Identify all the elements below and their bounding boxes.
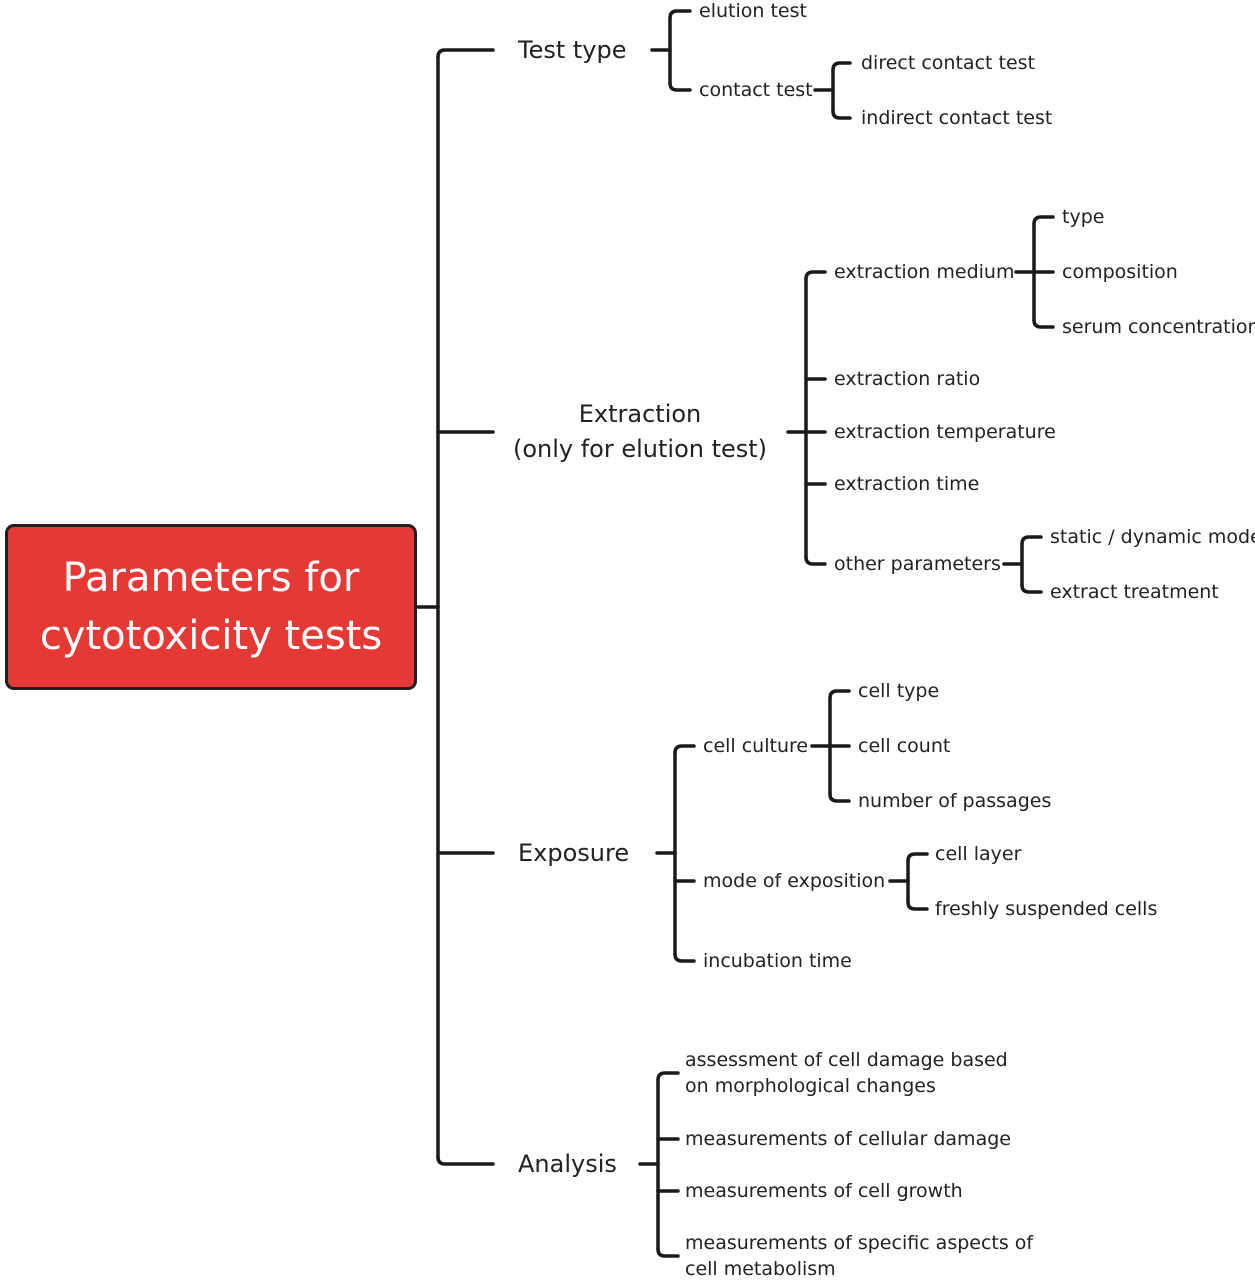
node-serum-concentration: serum concentration (1062, 316, 1255, 338)
node-morphological-assessment: assessment of cell damage based on morph… (685, 1049, 1008, 1097)
node-elution-test: elution test (699, 0, 807, 22)
bracket-extraction (786, 270, 827, 566)
root-node (5, 524, 417, 690)
bracket-test-type (650, 9, 692, 92)
node-cell-growth: measurements of cell growth (685, 1180, 963, 1202)
node-incubation-time: incubation time (703, 950, 852, 972)
bracket-other-parameters (1002, 535, 1043, 594)
node-freshly-suspended-cells: freshly suspended cells (935, 898, 1158, 920)
bracket-exposure (655, 744, 696, 963)
node-cell-layer: cell layer (935, 843, 1022, 865)
node-mode-of-exposition: mode of exposition (703, 870, 886, 892)
node-medium-type: type (1062, 206, 1105, 228)
root-label-line-1: Parameters for (62, 555, 360, 601)
bracket-extraction-medium (1014, 215, 1055, 329)
root-label-line-2: cytotoxicity tests (39, 613, 383, 659)
node-cellular-damage: measurements of cellular damage (685, 1128, 1011, 1150)
bracket-cell-culture (810, 689, 851, 803)
node-extraction-line-1: Extraction (578, 400, 702, 428)
bracket-mode-of-exposition (888, 852, 929, 911)
node-extraction-medium: extraction medium (834, 261, 1015, 283)
node-cell-count: cell count (858, 735, 951, 757)
bracket-analysis (638, 1071, 680, 1258)
node-extraction-time: extraction time (834, 473, 980, 495)
node-cell-metabolism: measurements of specific aspects of cell… (685, 1232, 1034, 1280)
node-static-dynamic-mode: static / dynamic mode (1050, 526, 1255, 548)
node-extraction: Extraction (only for elution test) (510, 397, 770, 467)
root-node-label: Parameters for cytotoxicity tests (5, 524, 417, 690)
bracket-contact-test (813, 61, 852, 120)
node-contact-test: contact test (699, 79, 813, 101)
node-extraction-line-2: (only for elution test) (512, 435, 768, 463)
node-other-parameters: other parameters (834, 553, 1001, 575)
node-extract-treatment: extract treatment (1050, 581, 1219, 603)
node-extraction-ratio: extraction ratio (834, 368, 981, 390)
node-extraction-temperature: extraction temperature (834, 421, 1056, 443)
node-cell-type: cell type (858, 680, 940, 702)
node-composition: composition (1062, 261, 1178, 283)
node-number-of-passages: number of passages (858, 790, 1052, 812)
node-test-type: Test type (518, 36, 627, 64)
node-indirect-contact-test: indirect contact test (861, 107, 1053, 129)
node-analysis: Analysis (518, 1150, 617, 1178)
node-direct-contact-test: direct contact test (861, 52, 1035, 74)
node-exposure: Exposure (518, 839, 630, 867)
node-cell-culture: cell culture (703, 735, 809, 757)
bracket-root (416, 48, 495, 1166)
